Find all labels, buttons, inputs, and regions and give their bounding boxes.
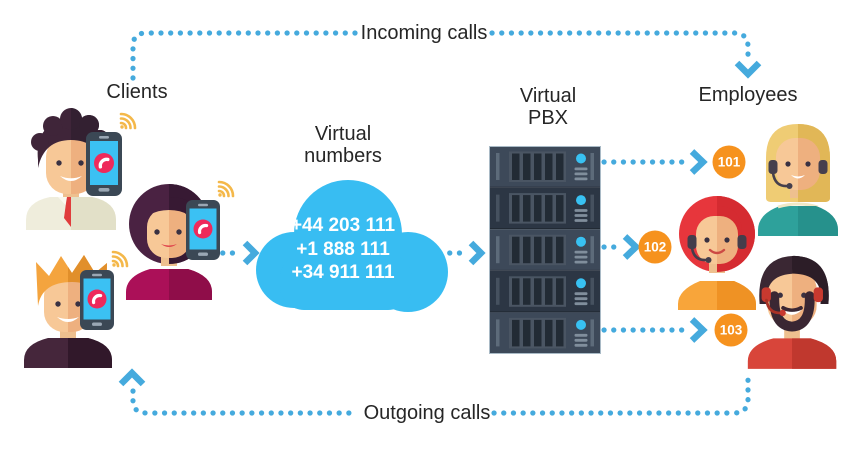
employee-woman-blonde-headset (758, 124, 838, 236)
led-indicator (576, 236, 586, 247)
client-man-spiky-hair-with-phone (24, 250, 129, 368)
wifi-signal-icon (111, 250, 129, 268)
led-indicator (576, 195, 586, 206)
virtual-number: +1 888 111 (296, 238, 390, 260)
virtual-number: +34 911 111 (291, 261, 395, 283)
arrow-right-icon (689, 317, 708, 343)
led-indicator (576, 278, 586, 289)
outgoing-line-right (491, 368, 751, 416)
call-icon (193, 219, 213, 239)
led-indicator (576, 153, 586, 164)
extension-number: 101 (717, 154, 741, 170)
virtual-number: +44 203 111 (290, 214, 396, 236)
smartphone-icon (186, 200, 220, 260)
arrow-down-icon (734, 60, 762, 79)
virtual-pbx-label: Virtual PBX (519, 85, 577, 129)
extension-number: 102 (643, 239, 667, 255)
extension-badge-101: 101 (712, 145, 746, 179)
employee-man-beard-headset (747, 255, 837, 369)
wifi-signal-icon (119, 112, 137, 130)
incoming-line-left (130, 30, 360, 81)
virtual-numbers-label: Virtual numbers (304, 123, 382, 167)
employees-label: Employees (698, 84, 798, 106)
client-woman-bob-hair-with-phone (126, 180, 235, 300)
virtual-numbers-cloud (256, 180, 448, 312)
wifi-signal-icon (217, 180, 235, 198)
arrow-right-icon (689, 149, 708, 175)
pbx-server-rack (489, 146, 601, 354)
arrow-right-icon (468, 240, 486, 266)
incoming-line-right (489, 30, 751, 60)
smartphone-icon (86, 132, 122, 196)
extension-number: 103 (719, 322, 743, 338)
call-icon (87, 289, 107, 309)
headset-icon (687, 235, 747, 263)
arrow-right-icon (242, 240, 260, 266)
arrow-up-icon (118, 368, 146, 387)
virtual-numbers-list: +44 203 111 +1 888 111 +34 911 111 (258, 214, 428, 285)
client-man-curly-hair-with-phone (26, 108, 137, 230)
arrow-right-icon (622, 234, 641, 260)
smartphone-icon (80, 270, 114, 330)
led-indicator (576, 319, 586, 330)
clients-label: Clients (106, 81, 168, 103)
outgoing-line-left (130, 388, 359, 416)
call-icon (94, 153, 114, 173)
incoming-calls-label: Incoming calls (360, 22, 488, 44)
headset-icon (761, 287, 823, 317)
extension-badge-103: 103 (714, 313, 748, 347)
extension-badge-102: 102 (638, 230, 672, 264)
headset-icon (768, 160, 828, 189)
outgoing-calls-label: Outgoing calls (363, 402, 491, 424)
employee-woman-redhead-headset (678, 196, 756, 310)
beard (769, 291, 815, 332)
